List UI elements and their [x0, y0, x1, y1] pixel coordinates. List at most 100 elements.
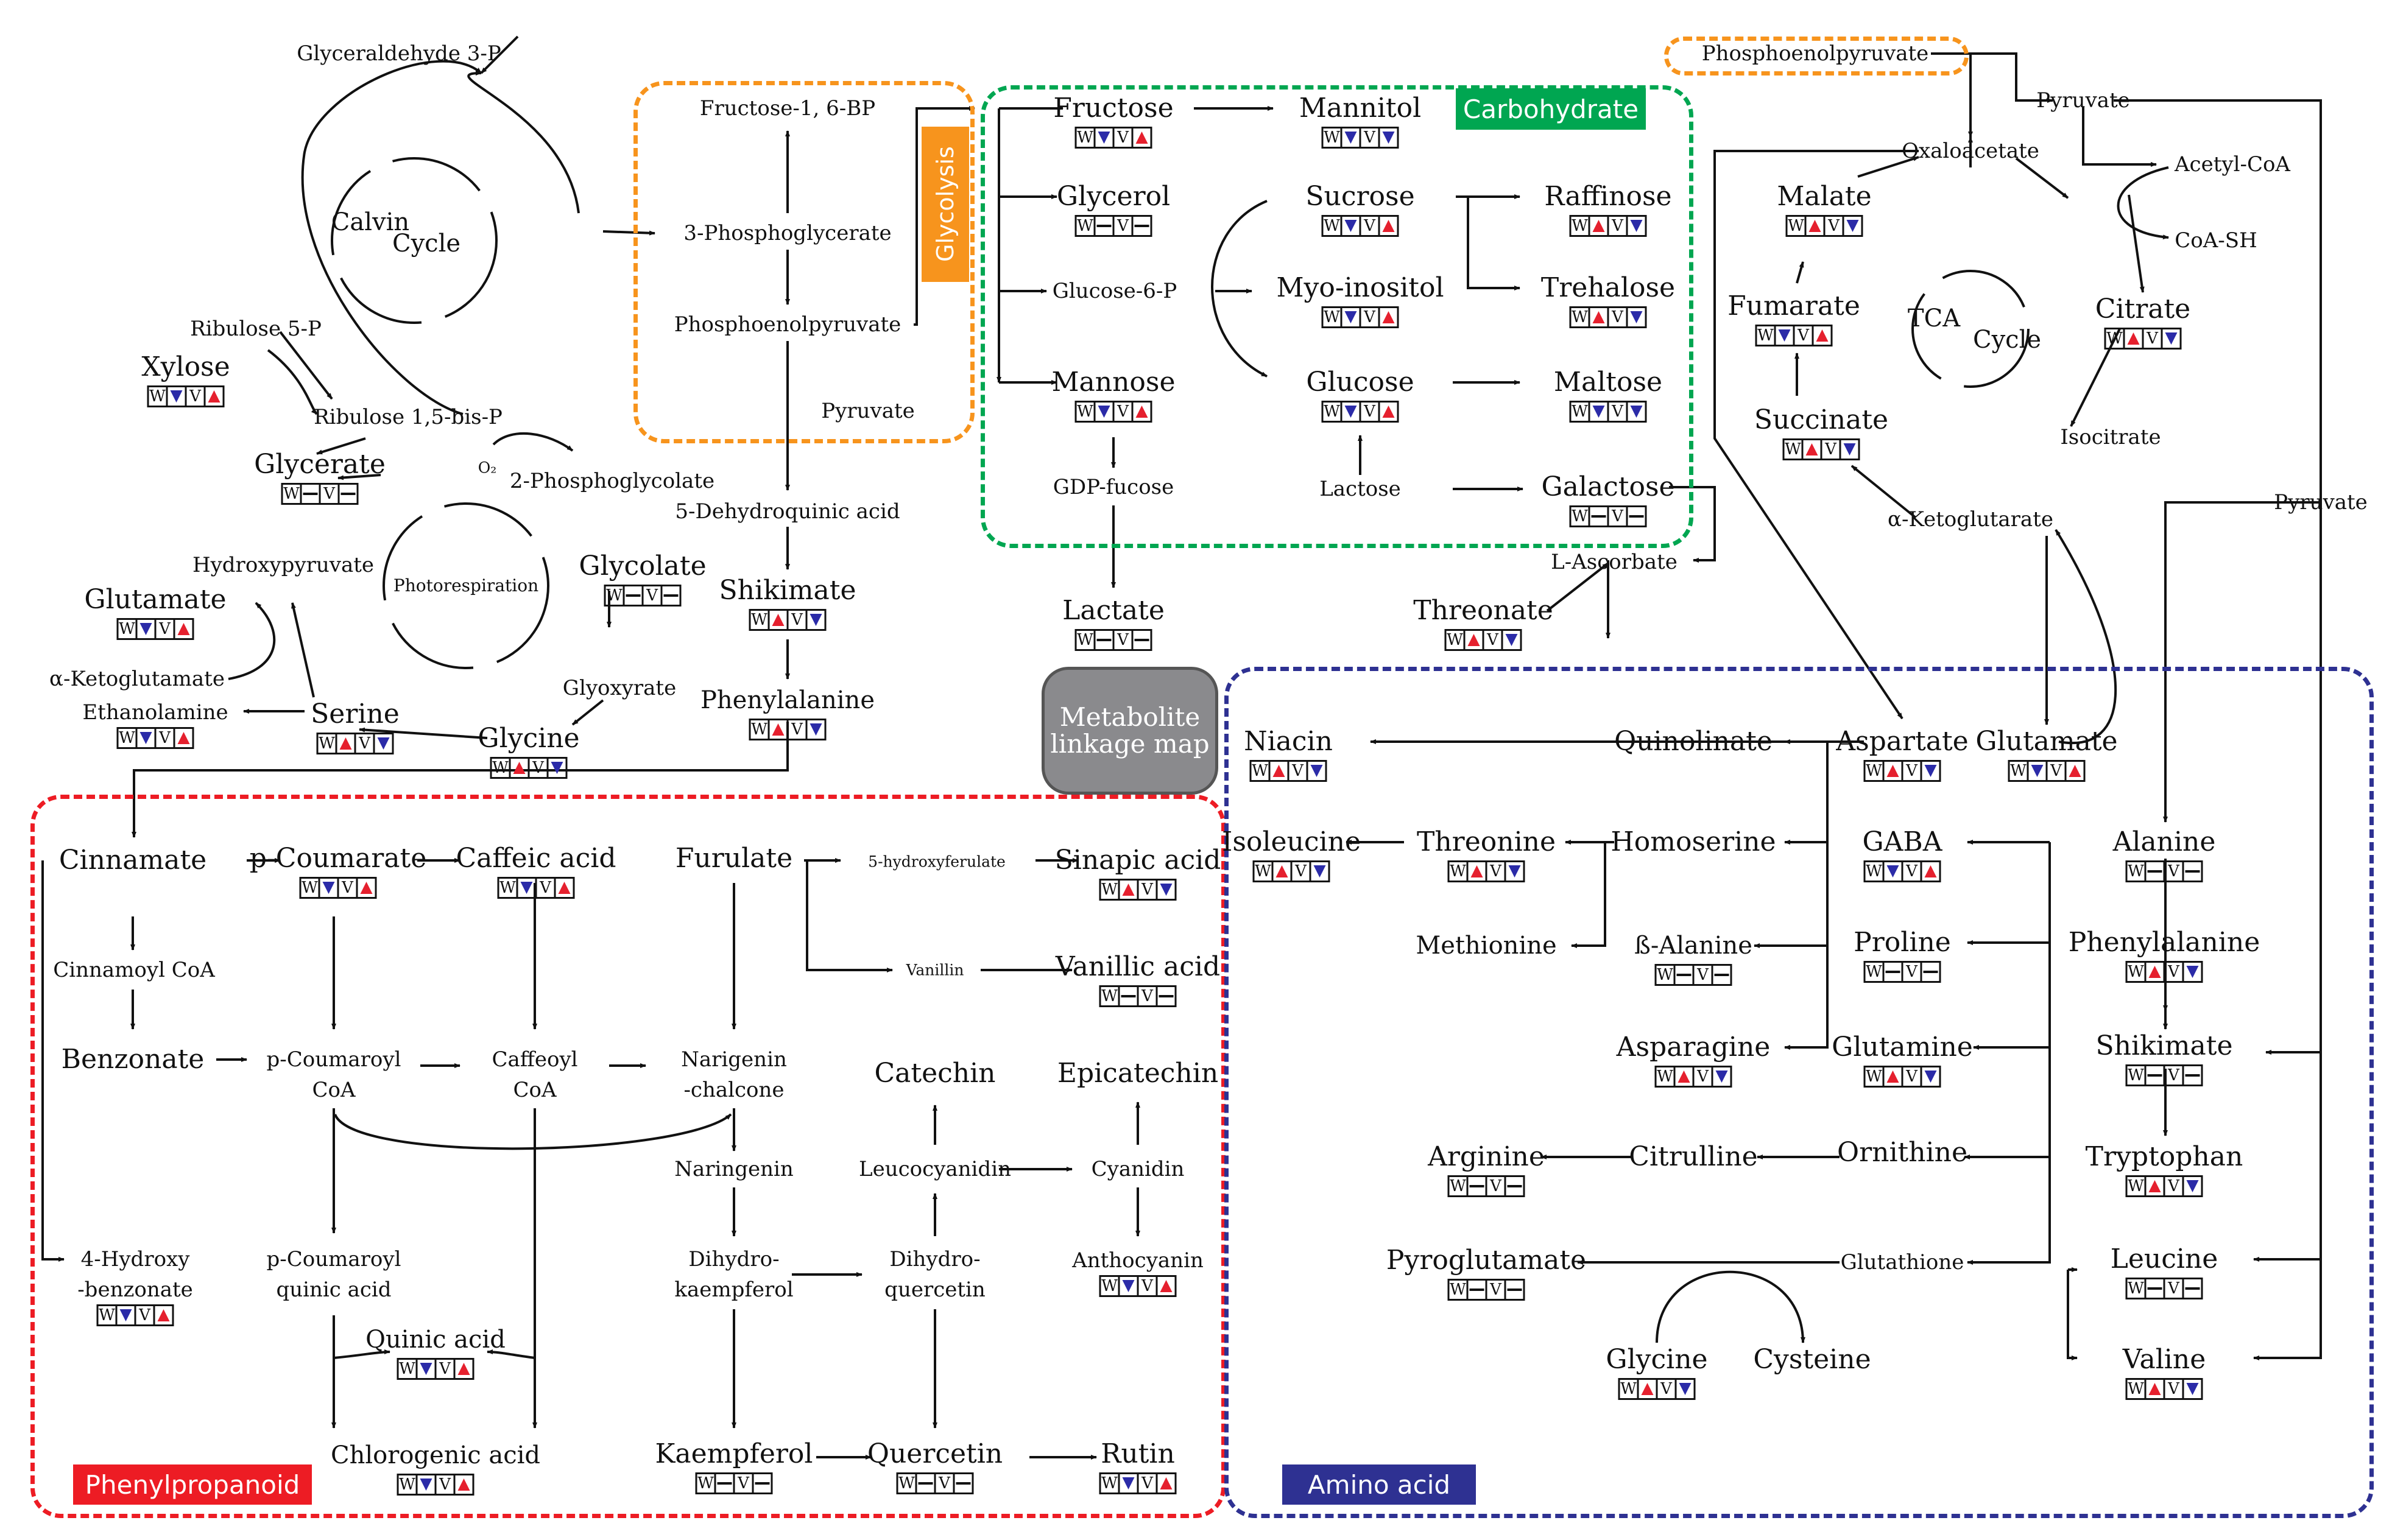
increase-icon: [554, 877, 575, 899]
indicator-letter: V: [134, 1304, 155, 1326]
indicator-letter: W: [116, 618, 138, 640]
no-change-icon: [2182, 1064, 2203, 1086]
reaction-arrow: [2070, 328, 2121, 427]
metabolite-balanine: ß-Alanine: [1634, 932, 1752, 960]
indicator-letter: W: [604, 585, 625, 607]
metabolite-pcoumaroylcoa-b: CoA: [312, 1078, 356, 1102]
indicator-letter: V: [1287, 760, 1308, 782]
indicator-letter: W: [2125, 961, 2147, 983]
metabolite-sinapic: Sinapic acid: [1054, 845, 1221, 876]
decrease-icon: [2182, 1175, 2203, 1197]
indicator-letter: W: [1447, 1279, 1469, 1301]
increase-icon: [2064, 760, 2086, 782]
metabolite-oxaloacetate: Oxaloacetate: [1902, 139, 2039, 163]
metabolite-calvin-b: Cycle: [392, 230, 461, 258]
metabolite-pcoumarate: p-Coumarate: [249, 843, 427, 874]
indicator-letter: W: [2104, 328, 2125, 350]
metabolite-glycine-l: Glycine: [478, 723, 580, 754]
indicator-letter: W: [1447, 860, 1469, 882]
indicator-letter: W: [96, 1304, 118, 1326]
indicator-letter: V: [1112, 629, 1134, 651]
indicator-letter: V: [1793, 325, 1814, 346]
metabolite-hydroxyferulate: 5-hydroxyferulate: [868, 853, 1006, 871]
metabolite-dihydrokaemp-b: kaempferol: [674, 1278, 794, 1302]
indicator-letter: W: [1074, 401, 1096, 423]
metabolite-sucrose: Sucrose: [1305, 181, 1415, 212]
reaction-arrow: [1857, 156, 1919, 178]
decrease-icon: [1626, 401, 1647, 423]
amino-acid-group: [1224, 667, 2374, 1518]
metabolite-lactose: Lactose: [1319, 477, 1401, 501]
indicator-letter: V: [2163, 961, 2184, 983]
indicator-letter: W: [1654, 1066, 1676, 1088]
metabolite-cyanidin: Cyanidin: [1091, 1157, 1185, 1181]
phenylpropanoid-label: Phenylpropanoid: [73, 1464, 312, 1505]
metabolite-fumarate: Fumarate: [1727, 290, 1860, 322]
decrease-icon: [1155, 879, 1177, 901]
indicator-letter: V: [1112, 401, 1134, 423]
metabolite-kaempferol: Kaempferol: [655, 1438, 813, 1469]
increase-icon: [2144, 1378, 2165, 1400]
reaction-arrow: [1571, 842, 1606, 948]
metabolite-ribulose5p: Ribulose 5-P: [190, 317, 322, 341]
metabolite-ribulose15bp: Ribulose 1,5-bis-P: [314, 405, 503, 429]
indicator-letter: W: [116, 727, 138, 749]
indicator-letter: V: [1485, 1175, 1506, 1197]
metabolite-cinnamoylcoa: Cinnamoyl CoA: [53, 958, 215, 982]
metabolite-lactate: Lactate: [1062, 595, 1165, 626]
metabolite-photoresp: Photorespiration: [393, 575, 539, 596]
metabolite-pcoumaroylquinic-b: quinic acid: [276, 1278, 392, 1302]
metabolite-mannose: Mannose: [1051, 367, 1176, 398]
reaction-arrow: [2055, 529, 2117, 744]
metabolite-gdpfucose: GDP-fucose: [1053, 475, 1174, 499]
indicator-letter: V: [337, 877, 358, 899]
decrease-icon: [135, 618, 157, 640]
indicator-letter: V: [2163, 1064, 2184, 1086]
increase-icon: [1131, 127, 1152, 149]
reaction-arrow: [2067, 1270, 2078, 1360]
metabolite-gaba: GABA: [1862, 826, 1942, 857]
indicator-letter: V: [1485, 860, 1506, 882]
metabolite-threonate: Threonate: [1413, 595, 1553, 626]
indicator-letter: V: [154, 618, 175, 640]
decrease-icon: [2182, 961, 2203, 983]
decrease-icon: [1842, 215, 1863, 237]
reaction-arrow: [228, 602, 276, 680]
decrease-icon: [1839, 438, 1860, 460]
metabolite-succinate: Succinate: [1754, 404, 1889, 435]
increase-icon: [1882, 760, 1903, 782]
reaction-arrow: [2082, 107, 2157, 167]
no-change-icon: [1588, 505, 1609, 527]
metabolite-arginine: Arginine: [1428, 1141, 1545, 1172]
metabolite-fructose: Fructose: [1053, 93, 1174, 124]
decrease-icon: [1882, 860, 1903, 882]
metabolite-pep-t: Phosphoenolpyruvate: [1701, 41, 1929, 66]
metabolite-dihydroquer-a: Dihydro-: [889, 1247, 981, 1271]
metabolite-dihydroquer-b: quercetin: [884, 1278, 986, 1302]
metabolite-anthocyanin: Anthocyanin: [1072, 1248, 1204, 1273]
indicator-letter: W: [1321, 306, 1342, 328]
indicator-letter: V: [1607, 215, 1628, 237]
indicator-letter: V: [1137, 1275, 1158, 1297]
no-change-icon: [1131, 629, 1152, 651]
decrease-icon: [1118, 1472, 1139, 1494]
no-change-icon: [1118, 985, 1139, 1007]
no-change-icon: [1093, 629, 1115, 651]
metabolite-caffeoylcoa-a: Caffeoyl: [492, 1047, 578, 1072]
indicator-letter: V: [1901, 961, 1922, 983]
